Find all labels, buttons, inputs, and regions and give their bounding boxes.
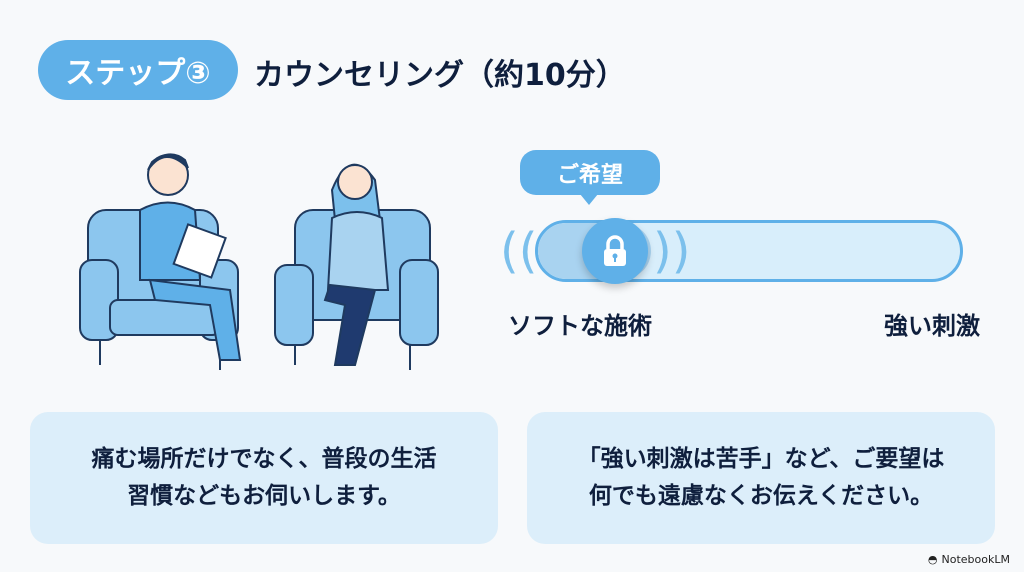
page-title: カウンセリング（約10分） [254, 58, 626, 93]
counseling-illustration [79, 153, 439, 370]
preference-bubble: ご希望 [520, 150, 660, 205]
therapist-figure [139, 153, 242, 361]
step-badge: ステップ③ [38, 40, 238, 100]
slider-min-label: ソフトな施術 [508, 312, 652, 340]
card-line: 「強い刺激は苦手」など、ご要望は [577, 446, 945, 473]
card-line: 何でも遠慮なくお伝えください。 [588, 483, 934, 509]
notebooklm-logo-icon: ◓ [927, 553, 938, 566]
card-line: 習慣などもお伺いします。 [127, 483, 401, 509]
info-card-requests: 「強い刺激は苦手」など、ご要望は何でも遠慮なくお伝えください。 [527, 412, 995, 544]
brand-name: NotebookLM [941, 553, 1010, 566]
slider-max-label: 強い刺激 [884, 312, 980, 340]
vibration-right-icon: )) [653, 223, 691, 279]
info-card-lifestyle: 痛む場所だけでなく、普段の生活習慣などもお伺いします。 [30, 412, 498, 544]
card-line: 痛む場所だけでなく、普段の生活 [91, 446, 437, 473]
vibration-left-icon: (( [500, 223, 538, 279]
client-figure [323, 163, 390, 366]
lock-icon [604, 235, 627, 266]
intensity-slider-knob[interactable] [582, 218, 649, 284]
brand-watermark: ◓ NotebookLM [928, 553, 1010, 566]
